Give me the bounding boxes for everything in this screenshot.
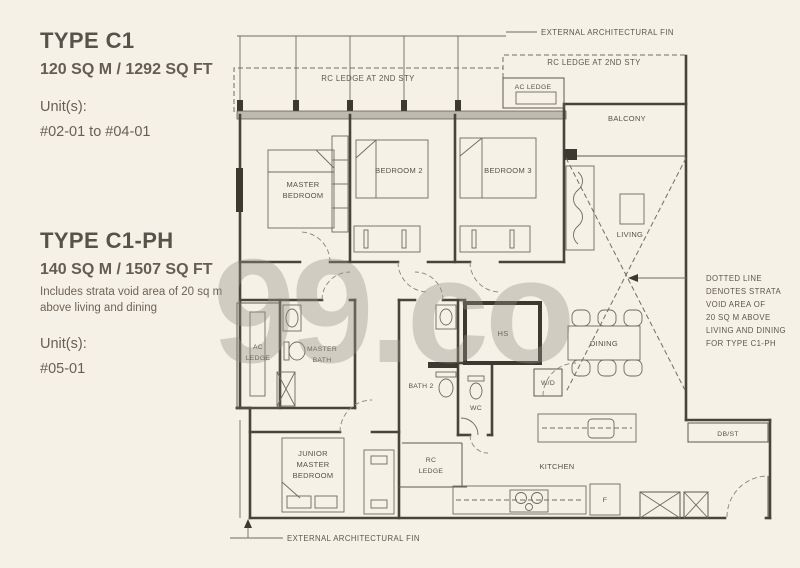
void-note-line5: LIVING AND DINING [706, 326, 786, 335]
void-note-line1: DOTTED LINE [706, 274, 762, 283]
label-db-st: DB/ST [717, 431, 739, 438]
doors [299, 231, 769, 518]
label-bedroom-2: BEDROOM 2 [375, 166, 423, 175]
type-c1ph-units: #05-01 [40, 361, 86, 378]
type-block-c1: TYPE C1 120 SQ M / 1292 SQ FT Unit(s): #… [40, 28, 235, 140]
type-block-c1ph: TYPE C1-PH 140 SQ M / 1507 SQ FT Include… [40, 228, 235, 377]
void-note-line6: FOR TYPE C1-PH [706, 339, 776, 348]
void-note-line3: VOID AREA OF [706, 300, 765, 309]
external-fin-bottom-label: EXTERNAL ARCHITECTURAL FIN [287, 534, 420, 543]
label-master-bedroom-1: MASTER [286, 180, 319, 189]
type-c1-units: #02-01 to #04-01 [40, 124, 151, 140]
label-junior-1: JUNIOR [298, 449, 328, 458]
type-c1-units-label: Unit(s): [40, 99, 87, 115]
label-rc-ledge-1: RC [426, 457, 436, 464]
void-note-line4: 20 SQ M ABOVE [706, 313, 771, 322]
label-ac-ledge-1: AC [253, 344, 263, 351]
label-bedroom-3: BEDROOM 3 [484, 166, 532, 175]
label-dining: DINING [590, 339, 618, 348]
label-hs: HS [497, 329, 508, 338]
label-living: LIVING [617, 230, 643, 239]
type-c1ph-area: 140 SQ M / 1507 SQ FT [40, 261, 213, 278]
label-wc: WC [470, 405, 482, 412]
walls [235, 54, 772, 520]
info-panel: TYPE C1 120 SQ M / 1292 SQ FT Unit(s): #… [40, 28, 235, 377]
room-labels: AC LEDGE BALCONY LIVING MASTER BEDROOM B… [246, 84, 739, 504]
type-c1ph-note: Includes strata void area of 20 sq m abo… [40, 286, 223, 314]
label-ac-ledge-2: LEDGE [246, 355, 271, 362]
rc-ledge-right-label: RC LEDGE AT 2ND STY [547, 58, 641, 67]
furniture [267, 135, 709, 519]
label-junior-2: MASTER [296, 460, 329, 469]
fixtures [276, 304, 485, 436]
rc-ledge-span-label: RC LEDGE AT 2ND STY [321, 74, 415, 83]
type-c1ph-title: TYPE C1-PH [40, 228, 174, 253]
label-master-bedroom-2: BEDROOM [283, 191, 324, 200]
label-master-bath-1: MASTER [307, 346, 337, 353]
label-rc-ledge-2: LEDGE [419, 468, 444, 475]
label-fridge: F [603, 497, 607, 504]
label-master-bath-2: BATH [313, 357, 332, 364]
external-fin-top-label: EXTERNAL ARCHITECTURAL FIN [541, 28, 674, 37]
strata-void: DOTTED LINE DENOTES STRATA VOID AREA OF … [565, 157, 786, 393]
label-ac-ledge-top: AC LEDGE [515, 84, 552, 91]
label-junior-3: BEDROOM [293, 471, 334, 480]
type-c1-title: TYPE C1 [40, 28, 135, 53]
label-balcony: BALCONY [608, 114, 646, 123]
void-note-line2: DENOTES STRATA [706, 287, 781, 296]
type-c1-area: 120 SQ M / 1292 SQ FT [40, 61, 213, 78]
label-kitchen: KITCHEN [539, 462, 574, 471]
type-c1ph-units-label: Unit(s): [40, 336, 87, 353]
label-bath-2: BATH 2 [408, 383, 433, 390]
bottom-annotations: EXTERNAL ARCHITECTURAL FIN [230, 519, 420, 543]
label-wd: W/D [541, 380, 555, 387]
top-annotations: EXTERNAL ARCHITECTURAL FIN RC LEDGE AT 2… [233, 28, 686, 112]
